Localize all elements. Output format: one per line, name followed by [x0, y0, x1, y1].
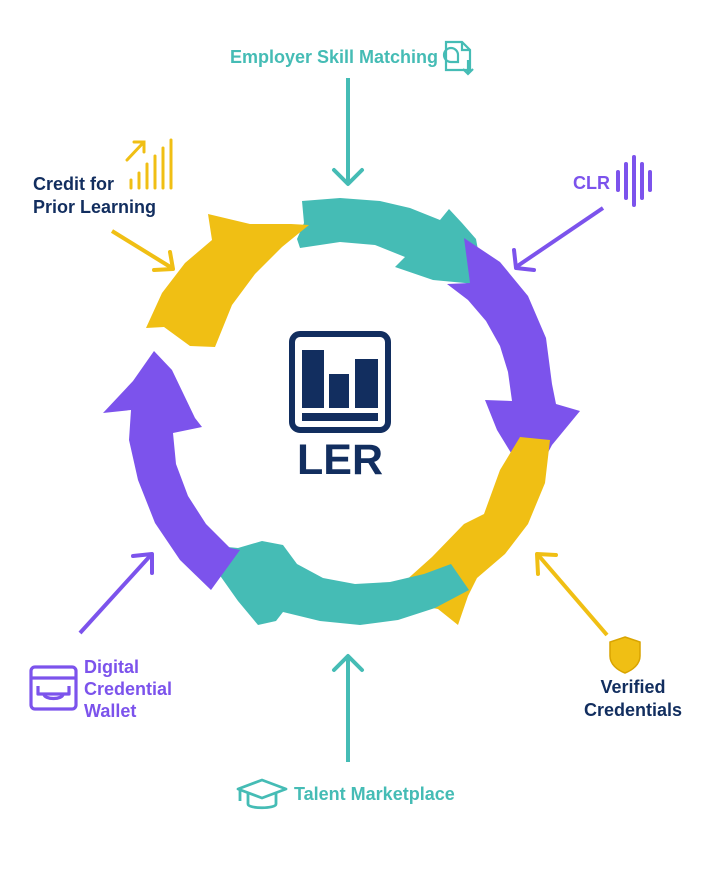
node-label-cpl-line2: Prior Learning: [33, 197, 157, 217]
connector-arrowhead-cpl: [152, 250, 175, 272]
node-label-verified-line2: Credentials: [583, 700, 683, 720]
ler-logo-icon: [289, 331, 391, 433]
node-label-clr: CLR: [573, 173, 610, 193]
cycle-arrow-yellow-topleft: [146, 214, 309, 347]
node-label-verified-line1: Verified: [600, 677, 666, 697]
cycle-arrow-purple-right: [447, 238, 580, 477]
connector-arrow-clr: [514, 206, 605, 269]
connector-arrowhead-employer: [332, 168, 364, 186]
node-label-employer-skill-matching: Employer Skill Matching: [230, 47, 439, 67]
connector-arrowhead-verified: [535, 552, 558, 576]
connector-arrowhead-talent: [332, 654, 364, 672]
connector-arrow-verified: [537, 554, 609, 637]
node-label-talent-marketplace: Talent Marketplace: [294, 784, 455, 804]
wallet-icon: [29, 665, 78, 711]
node-label-digital-credential-wallet: Digital Credential Wallet: [84, 656, 172, 722]
node-label-verified-credentials: Verified Credentials: [572, 676, 694, 722]
connector-arrow-wallet: [78, 554, 152, 635]
cycle-arrow-teal-top: [297, 198, 485, 288]
node-label-cpl-line1: Credit for: [33, 174, 114, 194]
connector-arrowhead-clr: [512, 248, 536, 272]
document-chart-download-icon: [442, 40, 474, 76]
graduation-cap-icon: [236, 778, 288, 810]
shield-icon: [609, 636, 641, 674]
node-label-credit-for-prior-learning: Credit for Prior Learning: [33, 173, 156, 219]
connector-arrow-cpl: [110, 229, 174, 270]
sound-wave-bars-icon: [616, 155, 652, 207]
center-label-ler: LER: [297, 436, 383, 484]
rising-bars-arrow-icon: [125, 138, 173, 190]
cycle-arrow-teal-bottom: [196, 541, 469, 625]
node-label-wallet-line3: Wallet: [84, 701, 137, 721]
cycle-arrow-purple-left: [103, 351, 240, 590]
connector-arrowhead-wallet: [131, 552, 154, 575]
node-label-wallet-line1: Digital: [84, 657, 140, 677]
node-label-wallet-line2: Credential: [84, 679, 173, 699]
